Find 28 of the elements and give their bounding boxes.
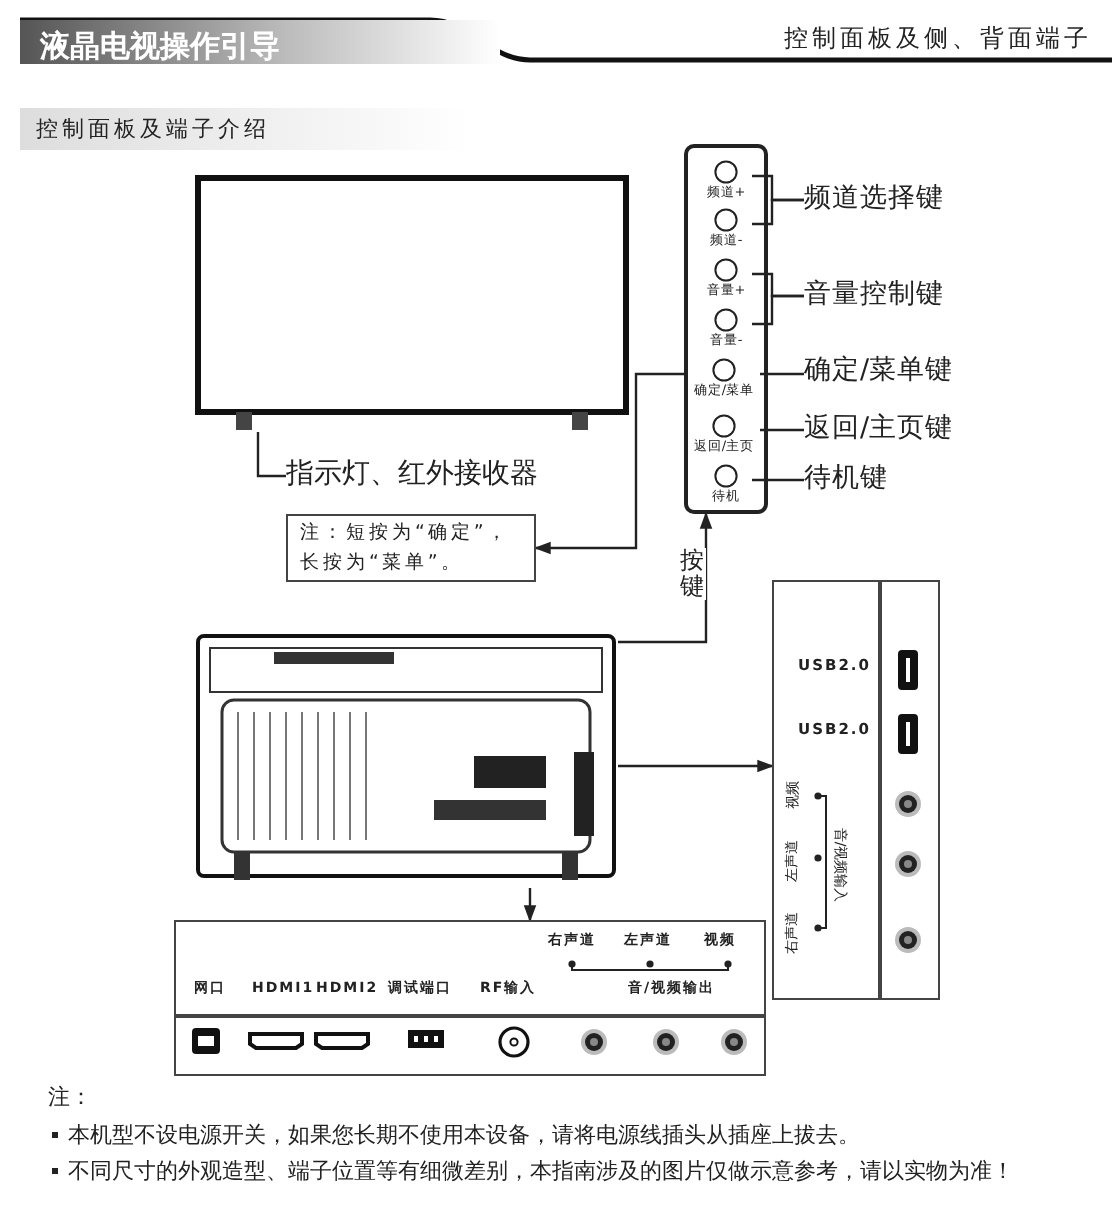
note-text: 本机型不设电源开关，如果您长期不使用本设备，请将电源线插头从插座上拔去。 [68,1124,860,1146]
header-heading: 控制面板及侧、背面端子 [784,26,1092,50]
callout-label: 确定/菜单键 [804,358,954,385]
leader-line [760,428,804,432]
arrow [533,372,688,555]
callout-label: 音量控制键 [804,282,944,309]
leader-line [752,478,804,482]
tv-front-drawing [194,172,630,432]
arrow [618,511,713,644]
section-heading: 控制面板及端子介绍 [36,118,270,140]
control-panel [684,144,768,514]
callout-label: 指示灯、红外接收器 [286,460,538,488]
note-heading: 注： [48,1086,92,1108]
note-text: 不同尺寸的外观造型、端子位置等有细微差别，本指南涉及的图片仅做示意参考，请以实物为准！ [68,1160,1014,1182]
leader-line [256,432,286,478]
edge-label: 按键 [680,548,706,600]
callout-label: 频道选择键 [804,186,944,213]
note-box: 注：短按为“确定”，长按为“菜单”。 [286,514,536,582]
callout-label: 待机键 [804,466,888,493]
leader-line [752,198,804,226]
leader-line [760,372,804,376]
arrow [523,888,537,923]
arrow [618,759,775,773]
rear-terminal-panel [174,920,766,1076]
leader-line [752,294,804,326]
page-title: 液晶电视操作引导 [40,28,280,66]
side-terminal-panel [772,580,940,1000]
callout-label: 返回/主页键 [804,416,954,443]
